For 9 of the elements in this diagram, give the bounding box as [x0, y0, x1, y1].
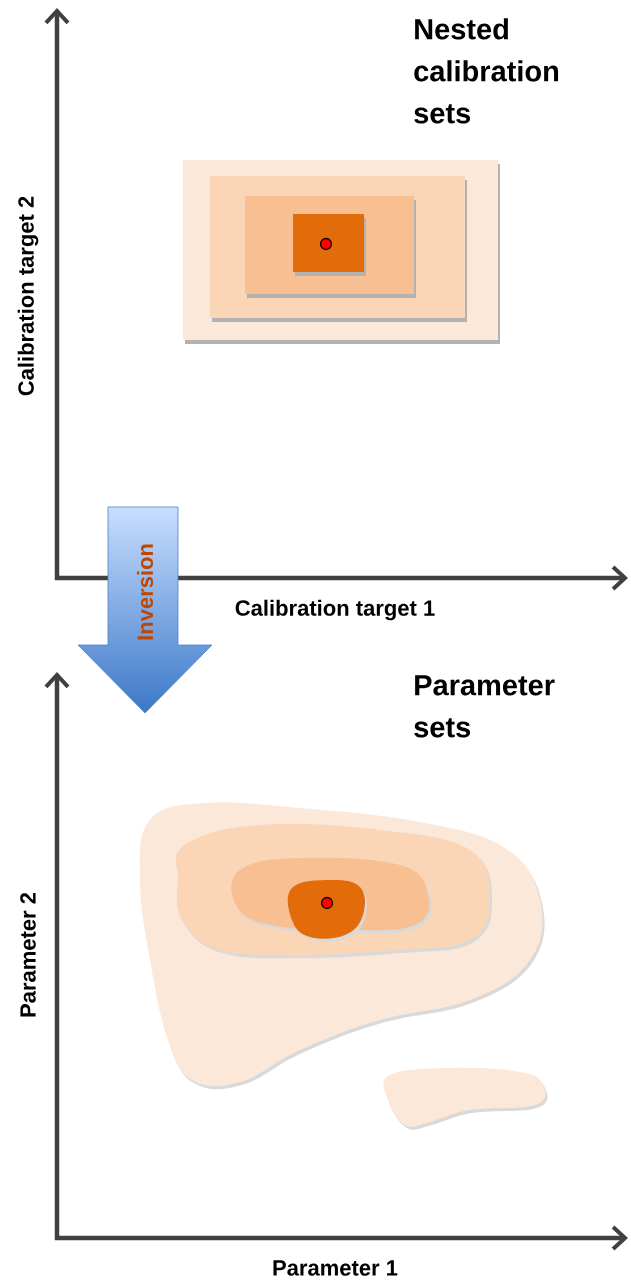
axis-label: Calibration target 2 [17, 196, 39, 396]
contour-region [383, 1067, 548, 1130]
nested-rectangle [293, 214, 366, 276]
contour-region [287, 879, 368, 942]
axis-label: Parameter 1 [273, 1260, 398, 1276]
panel-title: Parameter sets [414, 675, 555, 738]
axis-label: Parameter 2 [20, 892, 36, 1017]
panel-title: Nested calibration sets [414, 18, 559, 124]
axis-label: Calibration target 1 [235, 599, 435, 621]
